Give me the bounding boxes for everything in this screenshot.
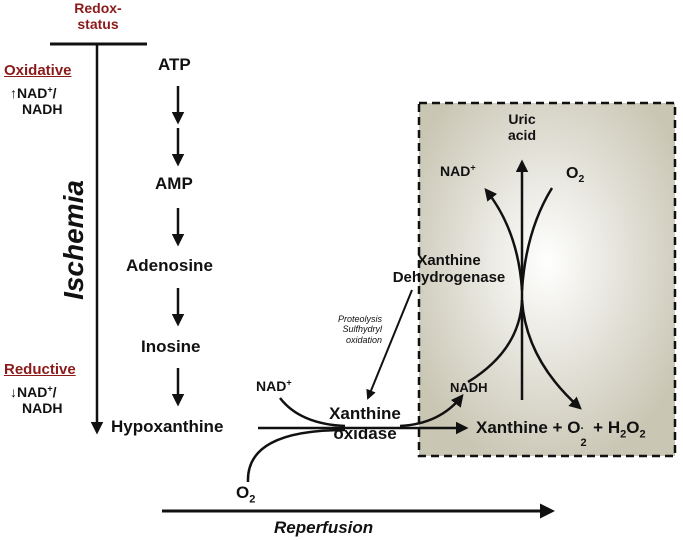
reperfusion-label: Reperfusion (274, 518, 374, 537)
xo-nad-label: NAD+ (256, 377, 292, 394)
redox-status-header: Redox- status (52, 0, 144, 32)
box-nad-out-curve (484, 188, 524, 291)
product-hydrogen-peroxide: H2O2 (607, 418, 646, 441)
up-arrow-icon: ↑ (10, 85, 17, 101)
box-nad-label: NAD+ (440, 162, 476, 179)
step-atp: ATP (158, 55, 191, 74)
nad-in-curve (279, 397, 346, 428)
step-amp: AMP (155, 174, 193, 193)
conversion-mechanism: Proteolysis Sulfhydryl oxidation (337, 314, 382, 345)
conversion-arrow (366, 289, 413, 400)
step-hypoxanthine: Hypoxanthine (111, 417, 224, 436)
box-o2-label: O2 (566, 165, 585, 186)
oxidative-label: Oxidative (4, 62, 72, 79)
xo-o2-label: O2 (236, 483, 256, 506)
ischemia-label: Ischemia (57, 180, 89, 300)
box-nadh-in-curve (467, 299, 524, 384)
box-o2-out-curve (520, 299, 582, 410)
step-adenosine: Adenosine (126, 256, 213, 275)
redox-header-line2: status (77, 16, 119, 33)
reductive-label: Reductive (4, 361, 76, 378)
xanthine-dehydrogenase-label: Xanthine Dehydrogenase (392, 252, 506, 287)
redox-header-line1: Redox- (74, 0, 122, 16)
oxidative-ratio: ↑NAD+/ NADH (10, 84, 63, 118)
box-nadh-label: NADH (450, 380, 488, 395)
box-o2-in-curve (520, 187, 554, 291)
step-inosine: Inosine (141, 337, 201, 356)
product-superoxide: O·2 (567, 418, 587, 449)
product-xanthine: Xanthine (476, 418, 548, 437)
nadh-out-curve (399, 394, 464, 428)
xanthine-oxidase-label: Xanthine oxidase (329, 404, 401, 443)
down-arrow-icon: ↓ (10, 384, 17, 400)
uric-acid-label: Uric acid (507, 111, 536, 144)
products-label: Xanthine + O·2 + H2O2 (476, 418, 646, 449)
reductive-ratio: ↓NAD+/ NADH (10, 383, 63, 417)
o2-in-curve (246, 428, 346, 483)
